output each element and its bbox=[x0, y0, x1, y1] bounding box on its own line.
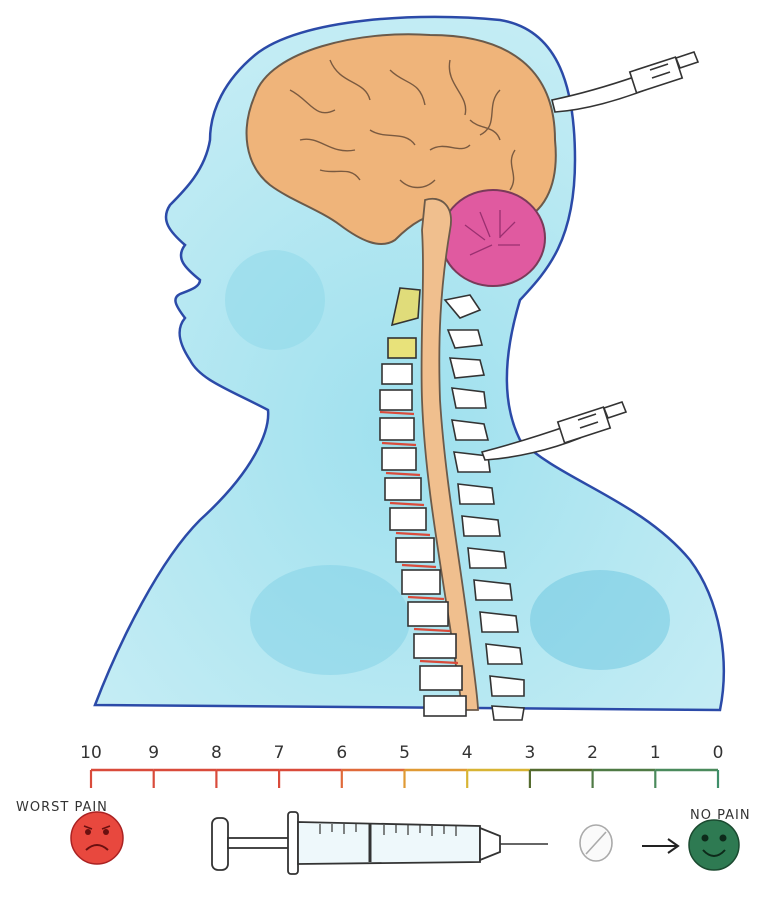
scale-number: 6 bbox=[336, 743, 347, 763]
scale-number: 10 bbox=[80, 743, 102, 763]
worst-pain-label: WORST PAIN bbox=[16, 800, 108, 815]
scale-number: 9 bbox=[148, 743, 159, 763]
syringe-icon bbox=[212, 812, 548, 874]
scale-number: 1 bbox=[650, 743, 661, 763]
no-pain-label: NO PAIN bbox=[690, 808, 751, 823]
sad-face-icon bbox=[71, 812, 123, 864]
arrow-right-icon bbox=[642, 839, 678, 853]
scale-number: 0 bbox=[713, 743, 724, 763]
pill-icon bbox=[580, 825, 612, 861]
scalpel-icon bbox=[552, 52, 698, 112]
cerebellum bbox=[441, 190, 545, 286]
scale-number: 5 bbox=[399, 743, 410, 763]
scale-number: 7 bbox=[274, 743, 285, 763]
scale-number: 3 bbox=[524, 743, 535, 763]
scale-number: 8 bbox=[211, 743, 222, 763]
happy-face-icon bbox=[689, 820, 739, 870]
scale-number: 2 bbox=[587, 743, 598, 763]
scale-number: 4 bbox=[462, 743, 473, 763]
